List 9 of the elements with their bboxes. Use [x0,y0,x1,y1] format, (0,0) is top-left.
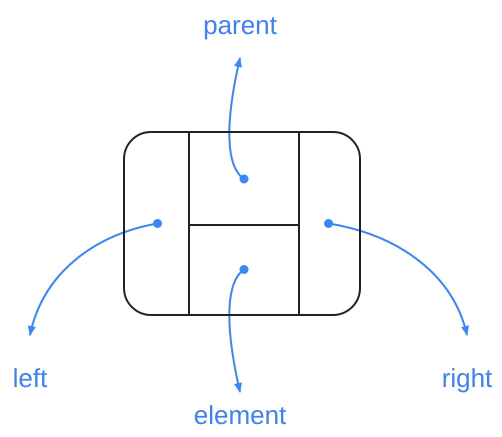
field-label: element [180,392,300,432]
pointer-arrow [28,219,162,336]
field-label: left [5,335,55,395]
pointer-arrow [228,265,248,393]
field-label: parent [190,10,290,58]
pointer-arrow [228,57,248,184]
pointer-arrow [324,219,468,336]
node-box [123,131,361,316]
field-label: right [432,335,502,395]
